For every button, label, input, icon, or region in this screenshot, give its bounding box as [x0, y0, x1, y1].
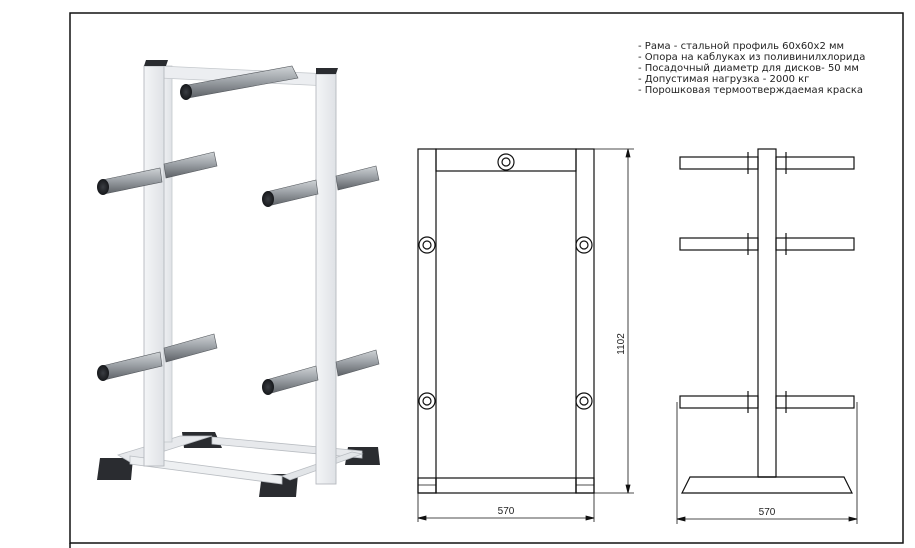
front-height-label: 1102: [616, 333, 627, 355]
spec-line: - Порошковая термоотверждаемая краска: [638, 85, 863, 96]
top-horn: [180, 65, 299, 100]
upright-front-right: [315, 73, 337, 485]
front-height-dimension: [594, 148, 634, 494]
horn-end-circle: [497, 153, 515, 171]
front-width-dimension: [417, 493, 595, 522]
spec-line: - Рама - стальной профиль 60х60х2 мм: [638, 41, 844, 52]
front-view-drawing: [417, 148, 595, 494]
spec-line: - Опора на каблуках из поливинилхлорида: [638, 52, 865, 63]
horn-right-lower: [262, 349, 380, 395]
side-width-dimension: [676, 402, 858, 524]
side-width-label: 570: [759, 507, 776, 518]
sheet-border: [69, 12, 904, 544]
front-width-label: 570: [498, 506, 515, 517]
rack-3d-render: [97, 60, 380, 497]
base-beam-front: [129, 455, 283, 485]
spec-notes: - Рама - стальной профиль 60х60х2 мм - О…: [638, 41, 865, 96]
horn-left-lower: [97, 333, 218, 381]
horn-left-upper: [97, 151, 218, 195]
horn-cap-icon: [180, 84, 192, 100]
upright-front-left: [143, 65, 165, 467]
horn-right-upper: [262, 165, 380, 207]
base-beam-back: [211, 436, 363, 459]
side-view-drawing: [679, 148, 855, 494]
spec-line: - Допустимая нагрузка - 2000 кг: [638, 74, 809, 85]
spec-line: - Посадочный диаметр для дисков- 50 мм: [638, 63, 859, 74]
foot-front-left: [97, 458, 133, 480]
